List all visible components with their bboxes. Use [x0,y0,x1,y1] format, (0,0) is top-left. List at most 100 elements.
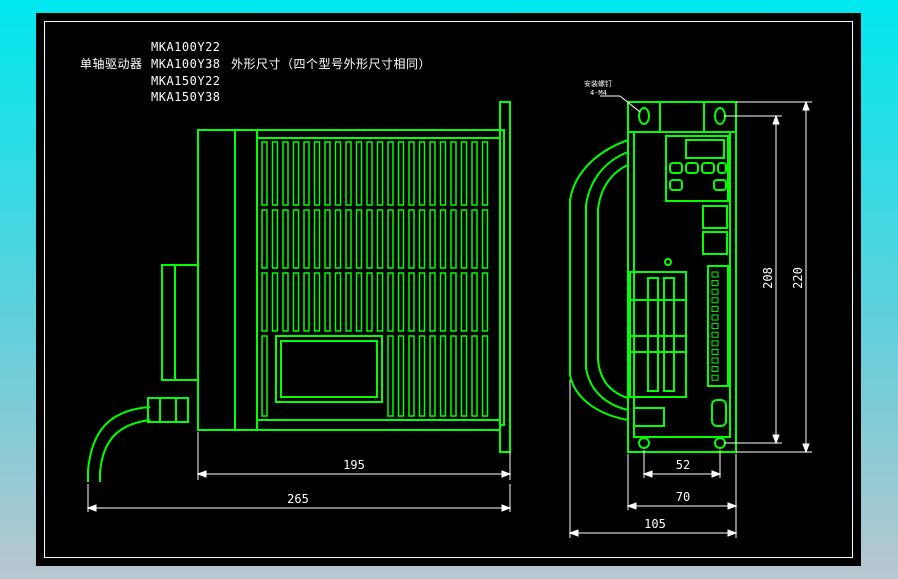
heatsink-fin [450,335,457,417]
cable-connector [147,397,189,423]
comm-port-1 [702,205,728,229]
heatsink-fin [324,209,331,269]
heatsink-fin [429,335,436,417]
heatsink-fin [481,141,489,206]
io-pin [711,280,719,287]
heatsink-fin [282,141,289,206]
dim-52-label: 52 [676,458,690,472]
heatsink-fin [345,272,352,332]
heatsink-fin [324,272,331,332]
model-line-4: MKA150Y38 [151,90,221,104]
io-pin [711,288,719,295]
heatsink-fin [408,272,415,332]
model-line-2: MKA100Y38 [151,57,221,71]
ground-terminal [633,407,665,427]
heatsink-fin [418,335,426,417]
heatsink-fin [376,272,384,332]
heatsink-fin [366,272,373,332]
heatsink-fin [471,272,478,332]
bottom-connector [711,399,727,427]
heatsink-fins [261,141,489,417]
comm-port-2 [702,231,728,255]
heatsink-fin [282,272,289,332]
heatsink-fin [355,209,363,269]
heatsink-fin [397,272,405,332]
dim-265-label: 265 [287,492,309,506]
io-pin [711,348,719,355]
heatsink-fin [387,335,394,417]
heatsink-fin [397,141,405,206]
heatsink-fin [376,141,384,206]
heatsink-fin [334,272,342,332]
heatsink-fin [313,272,321,332]
heatsink-fin [439,335,447,417]
heatsink-fin [292,141,300,206]
mount-hole-top-right [714,107,726,125]
heatsink-fin [450,209,457,269]
heatsink-fin [471,209,478,269]
heatsink-fin [366,209,373,269]
heatsink-fin [261,272,268,332]
dim-70-label: 70 [676,490,690,504]
heatsink-fin [408,209,415,269]
heatsink-fin [481,335,489,417]
dim-220-label: 220 [791,267,805,289]
model-line-1: MKA100Y22 [151,40,221,54]
side-view [87,101,511,482]
heatsink-fin [429,209,436,269]
heatsink-fin [303,141,310,206]
heatsink-fin [271,141,279,206]
heatsink-fin [387,141,394,206]
heatsink-fin [345,209,352,269]
mount-hole-bottom-left [638,437,650,449]
power-terminal-block [629,271,687,398]
model-line-3: MKA150Y22 [151,74,221,88]
heatsink-fin [460,141,468,206]
heatsink-fin [271,209,279,269]
heatsink-fin [313,141,321,206]
side-window [275,335,383,403]
mount-hole-top-left [638,107,650,125]
cable-outer [87,406,151,482]
front-panel-edge [234,129,258,431]
heatsink-fin [345,141,352,206]
io-pin [711,271,719,278]
dim-195-label: 195 [343,458,365,472]
heatsink-fin [261,141,268,206]
heatsink-fin [355,272,363,332]
heatsink-fin [471,141,478,206]
mount-hole-bottom-right [714,437,726,449]
handle-inner [585,151,629,411]
front-panel [627,101,737,453]
heatsink-fin [481,209,489,269]
mount-tab-top-right [703,102,737,133]
drawing-border [44,21,853,558]
mount-tab-top-left [627,102,661,133]
front-view [569,101,737,453]
heatsink-fin [303,209,310,269]
heatsink-fin [292,209,300,269]
heatsink-fin [450,141,457,206]
heatsink-fin [261,209,268,269]
heatsink-fin [418,209,426,269]
title-suffix: 外形尺寸（四个型号外形尺寸相同） [231,57,432,71]
io-pin [711,366,719,373]
heatsink-fin [429,272,436,332]
heatsink-fin [450,272,457,332]
keypad-panel [665,135,729,202]
power-led [664,258,672,266]
heatsink-fin [366,141,373,206]
io-pin [711,340,719,347]
heatsink-fin [460,272,468,332]
heatsink-fin [460,209,468,269]
heatsink-fin [439,209,447,269]
heatsink-fin [460,335,468,417]
io-pin [711,297,719,304]
io-pin [711,314,719,321]
heatsink-fin [439,141,447,206]
heatsink-fin [439,272,447,332]
heatsink-fin [334,209,342,269]
mount-hole-label: 安装螺钉 [584,79,612,88]
io-pin [711,305,719,312]
